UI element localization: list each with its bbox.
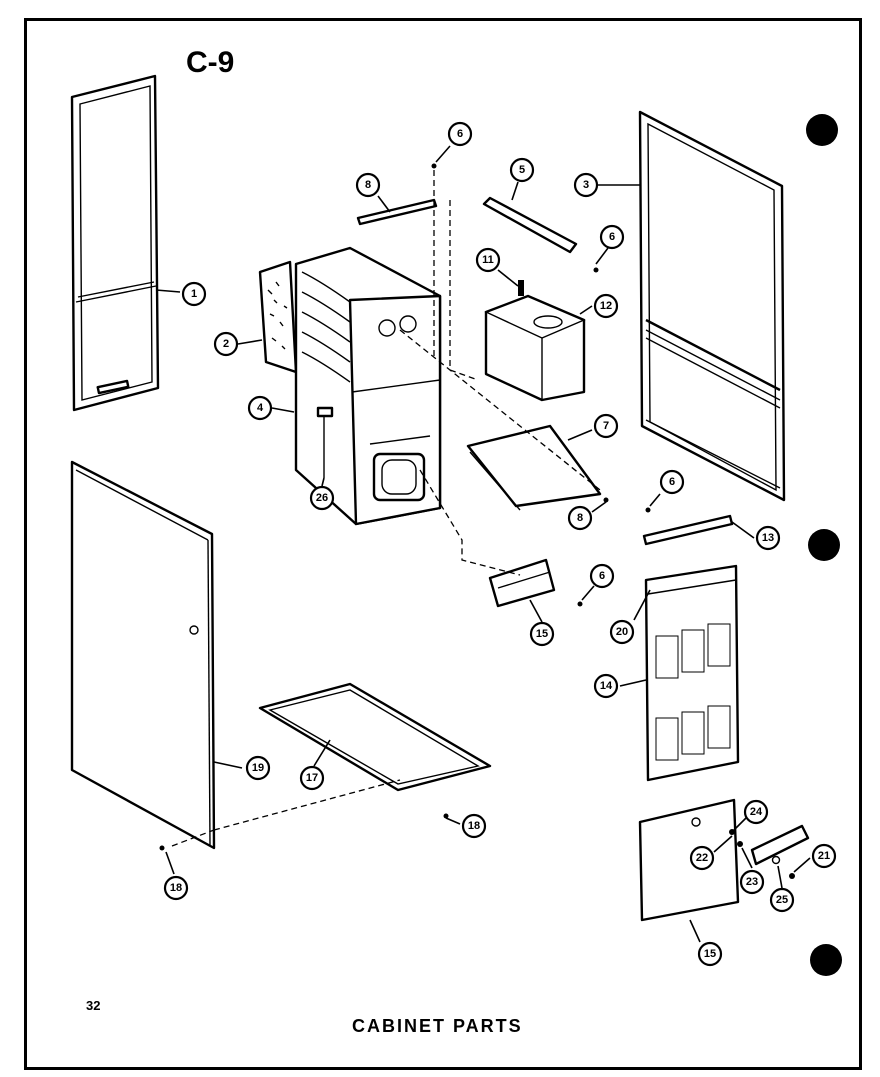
callout-21: 21 <box>811 843 837 869</box>
callout-15-panel: 15 <box>697 941 723 967</box>
part-3-door-panel <box>638 110 786 502</box>
callout-22: 22 <box>689 845 715 871</box>
binder-hole-bottom <box>810 944 842 976</box>
callout-26: 26 <box>309 485 335 511</box>
svg-text:6: 6 <box>457 128 463 140</box>
part-16-access-panel <box>638 798 810 922</box>
callout-12: 12 <box>593 293 619 319</box>
svg-text:24: 24 <box>750 806 763 818</box>
svg-text:5: 5 <box>519 164 525 176</box>
callout-18-left: 18 <box>163 875 189 901</box>
svg-text:19: 19 <box>252 762 264 774</box>
callout-24: 24 <box>743 799 769 825</box>
leader-lines <box>155 145 811 943</box>
part-4-housing <box>294 246 442 526</box>
svg-text:8: 8 <box>577 512 583 524</box>
part-1-door-panel <box>70 74 160 412</box>
svg-text:12: 12 <box>600 300 612 312</box>
callout-6-top: 6 <box>447 121 473 147</box>
callout-13: 13 <box>755 525 781 551</box>
binder-hole-middle <box>808 529 840 561</box>
svg-text:1: 1 <box>191 288 197 300</box>
part-8-rail-top <box>356 198 438 226</box>
callout-18-right: 18 <box>461 813 487 839</box>
page-title: CABINET PARTS <box>352 1016 523 1036</box>
svg-text:23: 23 <box>746 876 758 888</box>
part-13-rail <box>642 514 734 546</box>
svg-text:15: 15 <box>704 948 716 960</box>
callout-8-top: 8 <box>355 172 381 198</box>
callout-5: 5 <box>509 157 535 183</box>
callout-19: 19 <box>245 755 271 781</box>
part-7-tray <box>466 424 602 511</box>
part-19-side-panel <box>70 460 216 850</box>
svg-text:8: 8 <box>365 179 371 191</box>
part-2-insulation <box>258 260 298 374</box>
svg-text:4: 4 <box>257 402 264 414</box>
assembly-lines <box>171 170 601 847</box>
callout-6-bracket: 6 <box>589 563 615 589</box>
drawing-border <box>24 18 862 1070</box>
fasteners <box>159 163 795 879</box>
part-15-bracket <box>488 558 556 608</box>
svg-text:13: 13 <box>762 532 774 544</box>
svg-text:26: 26 <box>316 492 328 504</box>
svg-text:6: 6 <box>669 476 675 488</box>
svg-text:17: 17 <box>306 772 318 784</box>
part-17-base-frame <box>258 682 492 792</box>
page-number: 32 <box>86 998 101 1013</box>
callout-6-rail: 6 <box>659 469 685 495</box>
svg-text:6: 6 <box>609 231 615 243</box>
binder-hole-top <box>806 114 838 146</box>
callout-8-tray: 8 <box>567 505 593 531</box>
svg-text:18: 18 <box>468 820 480 832</box>
part-5-rail <box>482 196 578 254</box>
svg-text:25: 25 <box>776 894 788 906</box>
callout-1: 1 <box>181 281 207 307</box>
callout-14: 14 <box>593 673 619 699</box>
svg-text:14: 14 <box>600 680 613 692</box>
callout-17: 17 <box>299 765 325 791</box>
part-12-box <box>484 294 586 402</box>
svg-text:21: 21 <box>818 850 830 862</box>
callout-3: 3 <box>573 172 599 198</box>
part-14-grille-panel <box>644 564 740 782</box>
svg-text:18: 18 <box>170 882 182 894</box>
svg-text:11: 11 <box>482 254 494 266</box>
callout-23: 23 <box>739 869 765 895</box>
callout-2: 2 <box>213 331 239 357</box>
svg-text:2: 2 <box>223 338 229 350</box>
svg-text:3: 3 <box>583 179 589 191</box>
svg-text:20: 20 <box>616 626 628 638</box>
svg-text:15: 15 <box>536 628 548 640</box>
svg-text:6: 6 <box>599 570 605 582</box>
svg-text:7: 7 <box>603 420 609 432</box>
callout-4: 4 <box>247 395 273 421</box>
part-11-spring <box>518 280 524 296</box>
callout-15-bracket: 15 <box>529 621 555 647</box>
callout-7: 7 <box>593 413 619 439</box>
callout-11: 11 <box>475 247 501 273</box>
svg-text:22: 22 <box>696 852 708 864</box>
callout-20: 20 <box>609 619 635 645</box>
callout-6-right: 6 <box>599 224 625 250</box>
sheet-code: C-9 <box>186 46 235 79</box>
callout-25: 25 <box>769 887 795 913</box>
